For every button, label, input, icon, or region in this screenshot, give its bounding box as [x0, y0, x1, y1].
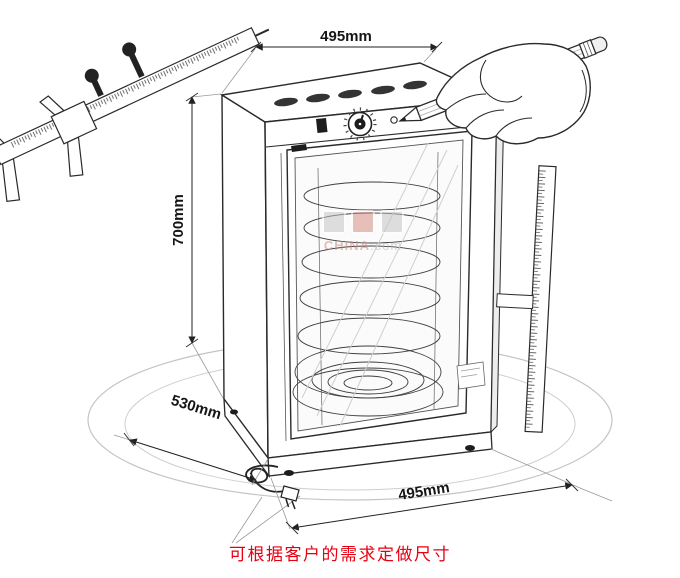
caliper-icon: [0, 26, 270, 203]
door-handle-icon: [291, 144, 307, 152]
dimension-height: 700mm: [170, 92, 224, 399]
label-bottom-width: 495mm: [397, 479, 451, 504]
hand-icon: [435, 42, 591, 145]
temperature-knob-icon: [343, 107, 377, 141]
label-height: 700mm: [170, 194, 187, 246]
door-frame: [286, 130, 473, 440]
glass-reflections: [301, 142, 459, 427]
foot-icon: [465, 445, 475, 451]
construction-lines: [231, 487, 613, 544]
hand-pencil-drawing: [398, 36, 608, 145]
cabinet-left-face: [221, 93, 269, 461]
label-top-width: 495mm: [320, 28, 372, 45]
foot-icon: [284, 470, 294, 476]
cabinet-drawing: [220, 62, 505, 510]
dimension-top-width: 495mm: [221, 28, 443, 94]
round-tray: [292, 345, 444, 417]
custom-size-note: 可根据客户的需求定做尺寸: [229, 545, 451, 564]
cabinet-base-left: [223, 396, 270, 479]
foot-icon: [230, 409, 238, 415]
indicator-dot-icon: [390, 116, 398, 124]
label-depth: 530mm: [169, 392, 223, 423]
control-band-line: [265, 123, 498, 148]
power-switch-icon: [316, 118, 328, 133]
vent-holes: [274, 80, 427, 107]
ruler-icon: [496, 165, 557, 433]
